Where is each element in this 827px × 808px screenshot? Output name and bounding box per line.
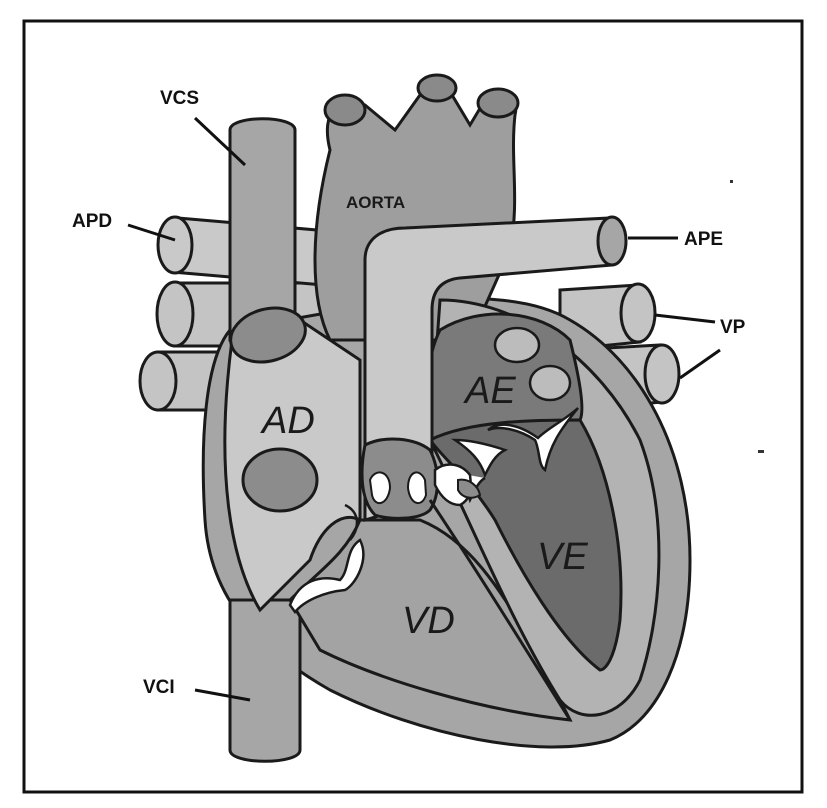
pulmonary-trunk [363,215,628,523]
pulmonary-valve [360,437,439,520]
label-vp: VP [720,317,746,338]
vena-cava [228,117,302,763]
stray-mark [758,450,764,453]
septum [428,499,572,721]
aortic-valve [433,463,482,507]
svc-opening [229,306,307,364]
stray-mark [730,180,733,183]
label-vci: VCI [143,677,175,698]
chamber-ad: AD [260,400,315,442]
chamber-vd: VD [402,600,455,642]
chamber-ve: VE [537,536,588,578]
leader-lines [127,116,721,702]
pulmonary-vein-opening-2 [528,364,572,402]
mitral-valve [487,407,579,473]
chamber-ae: AE [463,370,516,412]
label-apd: APD [72,211,112,232]
label-aorta: AORTA [346,193,405,212]
label-vcs: VCS [160,88,199,109]
label-ape: APE [684,229,723,250]
pulmonary-vein-opening-1 [493,326,541,364]
tricuspid-valve [288,538,365,615]
ivc-opening [241,447,319,513]
